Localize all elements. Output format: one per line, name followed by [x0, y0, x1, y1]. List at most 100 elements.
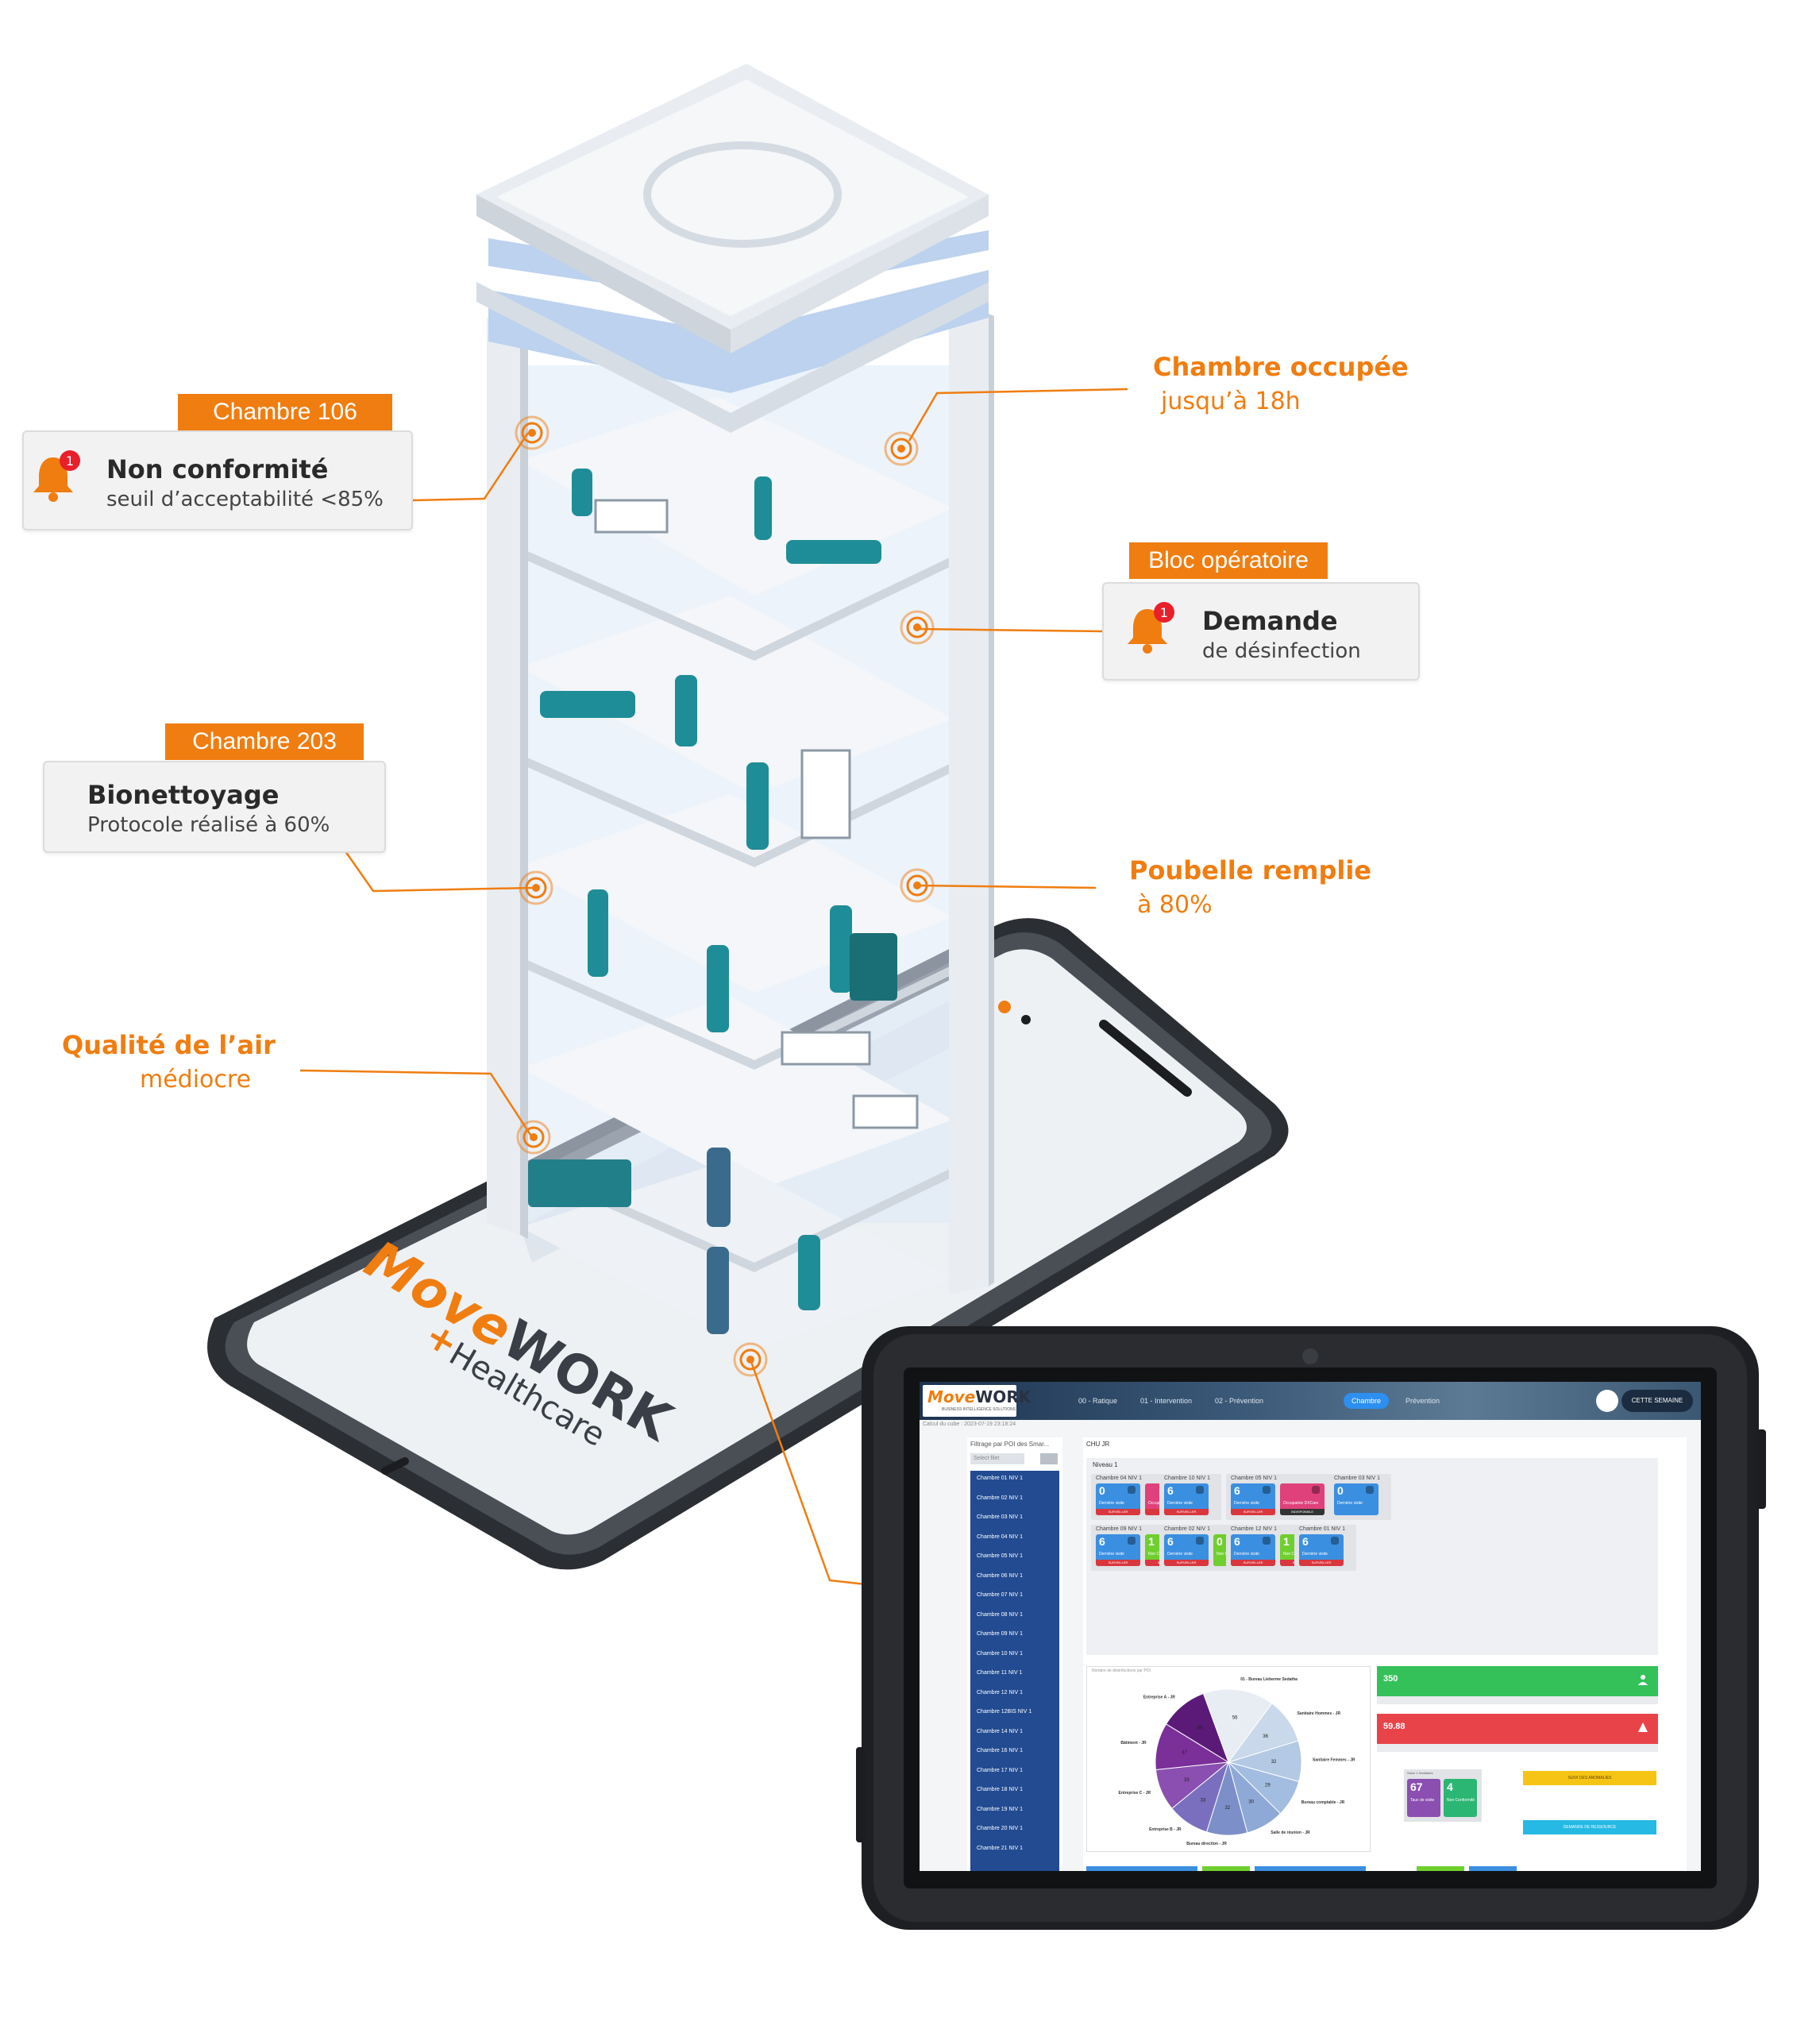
room-list-item[interactable]: Chambre 14 NIV 1	[977, 1728, 1023, 1734]
bottom-strip	[1086, 1866, 1197, 1871]
pie-value-label: 38	[1197, 1726, 1203, 1730]
room-list-item[interactable]: Chambre 01 NIV 1	[977, 1476, 1023, 1481]
callout-title: Demande	[1202, 606, 1338, 636]
suivi-anomalies-button[interactable]: SUIVI DES ANOMALIES	[1523, 1771, 1656, 1785]
tile-value: 67	[1410, 1780, 1423, 1793]
pie-value-label: 33	[1184, 1778, 1190, 1783]
tile-label: Dernière visite	[1234, 1501, 1259, 1506]
kpi-value: 350	[1383, 1674, 1398, 1684]
pie-category-label: Sanitaire Hommes - JR	[1298, 1711, 1341, 1716]
tile-status: SURVEILLER	[1299, 1560, 1344, 1566]
room-list-item[interactable]: Chambre 11 NIV 1	[977, 1670, 1023, 1676]
room-name: Chambre 01 NIV 1	[1299, 1526, 1345, 1532]
pie-slice[interactable]	[1165, 1692, 1229, 1764]
pie-category-label: 01 - Bureau Lieberme Sedatha	[1240, 1677, 1298, 1682]
kpi-value: 59.88	[1383, 1722, 1405, 1731]
chevron-down-icon[interactable]	[1040, 1453, 1058, 1464]
room-list-item[interactable]: Chambre 17 NIV 1	[977, 1767, 1023, 1773]
tile-value: 6	[1099, 1535, 1105, 1548]
callout-subtitle: Protocole réalisé à 60%	[87, 813, 330, 837]
svg-text:1: 1	[66, 453, 74, 469]
pie-value-label: 33	[1201, 1798, 1206, 1803]
tile-label: Occupation DXCare	[1283, 1501, 1319, 1506]
tag-chambre-106: Chambre 106	[178, 394, 392, 430]
tile-label: Dernière visite	[1234, 1552, 1259, 1557]
room-list-item[interactable]: Chambre 04 NIV 1	[977, 1533, 1023, 1540]
room-list-item[interactable]: Chambre 19 NIV 1	[977, 1806, 1023, 1812]
room-name: Chambre 04 NIV 1	[1096, 1476, 1142, 1481]
callout-demande-desinfection: 1 Demande de désinfection	[1102, 582, 1420, 681]
tile-status	[1334, 1509, 1378, 1515]
filter-select[interactable]: Select filet	[970, 1453, 1024, 1464]
room-name: Chambre 10 NIV 1	[1164, 1476, 1210, 1481]
room-list-item[interactable]: Chambre 21 NIV 1	[977, 1845, 1023, 1851]
bottom-strip	[1255, 1866, 1366, 1871]
nav-tab-chambre[interactable]: Chambre	[1344, 1393, 1390, 1409]
pie-value-label: 32	[1224, 1806, 1230, 1811]
room-list-item[interactable]: Chambre 09 NIV 1	[977, 1631, 1023, 1637]
pie-category-label: Bâtiment - JR	[1120, 1741, 1147, 1746]
tile-status: SURVEILLER	[1164, 1509, 1209, 1515]
room-list-item[interactable]: Chambre 16 NIV 1	[977, 1748, 1023, 1753]
hospital-building	[476, 64, 994, 1350]
app-header: MoveWORK BUSINESS INTELLIGENCE SOLUTIONS…	[920, 1382, 1701, 1420]
label-chambre-occupee: Chambre occupée	[1153, 352, 1409, 382]
pie-value-label: 30	[1248, 1800, 1254, 1804]
pie-slice[interactable]	[1202, 1688, 1273, 1764]
room-list-item[interactable]: Chambre 12BIS NIV 1	[977, 1709, 1032, 1715]
callout-bionettoyage: Bionettoyage Protocole réalisé à 60%	[43, 761, 386, 853]
tile-status: SURVEILLER	[1164, 1560, 1209, 1566]
demande-ressource-button[interactable]: DEMANDE DE RESSOURCE	[1523, 1820, 1656, 1834]
room-list-item[interactable]: Chambre 06 NIV 1	[977, 1572, 1023, 1579]
level-title: Niveau 1	[1093, 1461, 1118, 1468]
tile-label: Dernière visite	[1099, 1501, 1124, 1506]
room-list-item[interactable]: Chambre 03 NIV 1	[977, 1514, 1023, 1520]
calendar-icon[interactable]	[1596, 1390, 1618, 1412]
filter-title: Filtrage par POI des Smar...	[970, 1441, 1050, 1448]
user-icon	[1638, 1675, 1648, 1685]
nav-tab-intervention[interactable]: 01 - Intervention	[1140, 1397, 1193, 1405]
mini-title: Salon 1 Sanitaires	[1407, 1771, 1433, 1775]
tile-label: Taux de visite	[1410, 1798, 1435, 1803]
tile-icon	[1312, 1486, 1320, 1494]
callout-subtitle: de désinfection	[1202, 639, 1361, 663]
bottom-strip	[1417, 1866, 1464, 1871]
tile-icon	[1331, 1537, 1339, 1545]
tile-value: 0	[1217, 1535, 1223, 1548]
tablet-screen: MoveWORK BUSINESS INTELLIGENCE SOLUTIONS…	[920, 1382, 1701, 1871]
breadcrumb: CHU JR	[1086, 1441, 1110, 1448]
room-list-item[interactable]: Chambre 08 NIV 1	[977, 1611, 1023, 1618]
nav-tab-prevention[interactable]: Prévention	[1405, 1397, 1440, 1405]
app-logo[interactable]: MoveWORK BUSINESS INTELLIGENCE SOLUTIONS	[923, 1385, 1031, 1417]
week-button[interactable]: CETTE SEMAINE	[1621, 1390, 1693, 1412]
room-list-item[interactable]: Chambre 05 NIV 1	[977, 1553, 1023, 1559]
svg-text:1: 1	[1160, 605, 1168, 620]
room-list-item[interactable]: Chambre 10 NIV 1	[977, 1650, 1023, 1657]
nav-tab-ratique[interactable]: 00 - Ratique	[1078, 1397, 1118, 1405]
room-list-item[interactable]: Chambre 07 NIV 1	[977, 1592, 1023, 1598]
room-list-item[interactable]: Chambre 12 NIV 1	[977, 1689, 1023, 1695]
room-list-item[interactable]: Chambre 02 NIV 1	[977, 1495, 1023, 1501]
nav-tab-prevention-02[interactable]: 02 - Prévention	[1215, 1397, 1264, 1405]
tile-value: 6	[1167, 1535, 1174, 1548]
filter-panel: Filtrage par POI des Smar... Select file…	[967, 1437, 1062, 1871]
tile-value: 6	[1234, 1535, 1240, 1548]
room-list-item[interactable]: Chambre 18 NIV 1	[977, 1787, 1023, 1792]
room-list-item[interactable]: Chambre 20 NIV 1	[977, 1826, 1023, 1831]
cube-date: Calcul du cube : 2023-07-19 23:18:24	[923, 1422, 1016, 1427]
